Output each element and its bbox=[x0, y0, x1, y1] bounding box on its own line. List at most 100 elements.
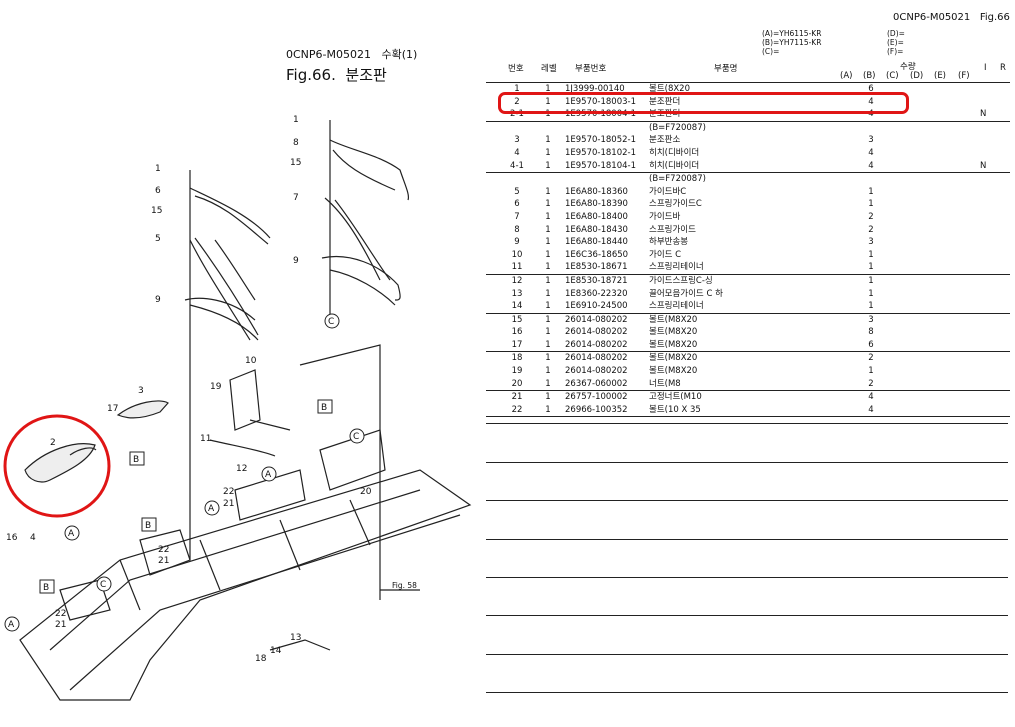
highlight-row-2 bbox=[498, 92, 909, 114]
blank-rule bbox=[486, 577, 1008, 578]
cell-no: 3 bbox=[514, 135, 520, 146]
cell-no: 14 bbox=[511, 301, 523, 312]
header-qty: 수량 bbox=[900, 62, 916, 72]
cell-name: 끌어모음가이드 C 하 bbox=[649, 288, 723, 299]
cell-part-no: 1E9570-18102-1 bbox=[565, 147, 636, 158]
cell-level: 1 bbox=[545, 249, 551, 260]
header-qty-d: (D) bbox=[910, 71, 924, 81]
cell-no: 4 bbox=[514, 147, 520, 158]
header-qty-f: (F) bbox=[958, 71, 970, 81]
cell-no: 18 bbox=[511, 353, 523, 364]
doc-code-header: 0CNP6-M05021 Fig.66 bbox=[893, 12, 1010, 23]
figure-title: Fig.66. 분조판 bbox=[286, 66, 387, 84]
cell-no: 7 bbox=[514, 211, 520, 222]
fig-ref-label: Fig. 58 bbox=[392, 581, 417, 590]
cell-no: 20 bbox=[511, 378, 523, 389]
cell-level: 1 bbox=[545, 327, 551, 338]
callout: 22 bbox=[55, 609, 66, 619]
cell-name: 가이드스프링C-싱 bbox=[649, 275, 713, 286]
cell-part-no: 1E6A80-18440 bbox=[565, 237, 628, 248]
cell-level: 1 bbox=[545, 224, 551, 235]
cell-no: 9 bbox=[514, 237, 520, 248]
callout: 16 bbox=[6, 533, 18, 543]
cell-level: 1 bbox=[545, 186, 551, 197]
callout: 4 bbox=[30, 533, 36, 543]
cell-name: 볼트(M8X20 bbox=[649, 314, 698, 325]
ref-letter: A bbox=[68, 529, 75, 539]
section-code: 0CNP6-M05021 수확(1) bbox=[286, 48, 418, 61]
blank-rule bbox=[486, 654, 1008, 655]
model-legend-right: (D)= (E)= (F)= bbox=[887, 29, 905, 56]
callout: 19 bbox=[210, 382, 222, 392]
cell-qty-b: 1 bbox=[868, 301, 874, 312]
cell-no: 6 bbox=[514, 199, 520, 210]
callout: 6 bbox=[155, 186, 161, 196]
cell-part-no: 1E6910-24500 bbox=[565, 301, 628, 312]
cell-name: 스프링리테이너 bbox=[649, 262, 704, 273]
cell-level: 1 bbox=[545, 288, 551, 299]
cell-qty-b: 1 bbox=[868, 199, 874, 210]
cell-name: 너트(M8 bbox=[649, 378, 681, 389]
cell-name: 볼트(10 X 35 bbox=[649, 404, 701, 415]
cell-qty-b: 8 bbox=[868, 327, 874, 338]
cell-level: 1 bbox=[545, 262, 551, 273]
cell-part-no: 1E8530-18721 bbox=[565, 275, 628, 286]
cell-name: 가이드바 bbox=[649, 211, 681, 222]
cell-name: 가이드바C bbox=[649, 186, 687, 197]
cell-level: 1 bbox=[545, 339, 551, 350]
ref-letter: A bbox=[265, 470, 272, 480]
callout: 8 bbox=[293, 138, 299, 148]
cell-part-no: 1E6C36-18650 bbox=[565, 249, 629, 260]
blank-rule bbox=[486, 462, 1008, 463]
cell-qty-b: 1 bbox=[868, 275, 874, 286]
blank-rule bbox=[486, 423, 1008, 424]
cell-part-no: 1E9570-18004-1 bbox=[565, 109, 636, 120]
cell-ir: N bbox=[980, 109, 987, 120]
callout: 22 bbox=[158, 545, 169, 555]
group-note: (B=F720087) bbox=[486, 122, 1010, 135]
callout: 15 bbox=[290, 158, 301, 168]
parts-table: 번호 레벨 부품번호 부품명 수량 (A) (B) (C) (D) (E) (F… bbox=[486, 60, 1010, 418]
header-qty-e: (E) bbox=[934, 71, 947, 81]
callout: 1 bbox=[293, 115, 299, 125]
callout: 21 bbox=[55, 620, 66, 630]
cell-name: 히치(디바이더 bbox=[649, 147, 700, 158]
cell-name: 스프링리테이너 bbox=[649, 301, 704, 312]
ref-letter: C bbox=[100, 580, 106, 590]
cell-no: 11 bbox=[511, 262, 523, 273]
cell-qty-b: 3 bbox=[868, 237, 874, 248]
cell-no: 19 bbox=[511, 366, 523, 377]
ref-letter: B bbox=[43, 583, 49, 593]
callout: 14 bbox=[270, 646, 282, 656]
callout: 15 bbox=[151, 206, 162, 216]
callout: 18 bbox=[255, 654, 267, 664]
cell-part-no: 1E8360-22320 bbox=[565, 288, 628, 299]
ref-letter: C bbox=[328, 317, 334, 327]
cell-no: 16 bbox=[511, 327, 523, 338]
cell-qty-b: 1 bbox=[868, 186, 874, 197]
cell-qty-b: 4 bbox=[868, 96, 874, 107]
cell-part-no: 1E6A80-18430 bbox=[565, 224, 628, 235]
cell-level: 1 bbox=[545, 404, 551, 415]
cell-qty-b: 4 bbox=[868, 147, 874, 158]
cell-no: 12 bbox=[511, 275, 523, 286]
model-legend-left: (A)=YH6115-KR (B)=YH7115-KR (C)= bbox=[762, 29, 822, 56]
cell-level: 1 bbox=[545, 199, 551, 210]
callout: 11 bbox=[200, 434, 211, 444]
cell-qty-b: 1 bbox=[868, 366, 874, 377]
table-row: 14 1 1E6910-24500 스프링리테이너 1 bbox=[486, 300, 1010, 314]
cell-no: 10 bbox=[511, 249, 523, 260]
cell-no: 2 bbox=[514, 96, 520, 107]
cell-level: 1 bbox=[545, 301, 551, 312]
